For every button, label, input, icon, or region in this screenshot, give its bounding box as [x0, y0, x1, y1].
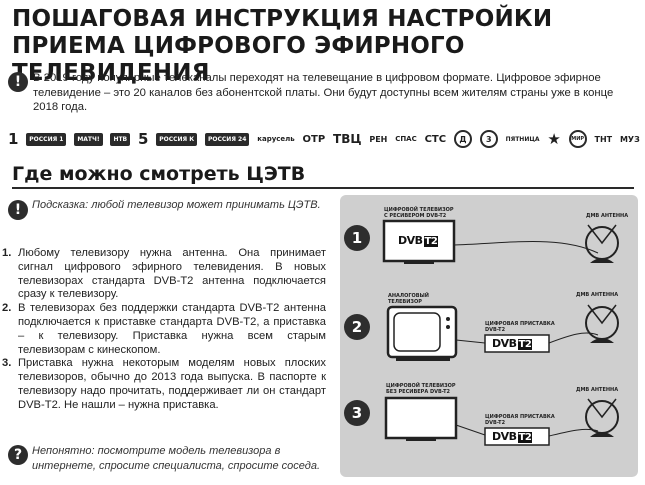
antenna-label: ДМВ АНТЕННА	[576, 292, 619, 298]
step-text: В телевизорах без поддержки стандарта DV…	[18, 302, 326, 356]
domashny-logo-icon: Д	[453, 130, 472, 148]
list-item: 3. Приставка нужна некоторым моделям нов…	[2, 357, 326, 412]
russia1-logo-icon: РОССИЯ 1	[26, 132, 67, 146]
mir-logo-icon: МИР	[568, 130, 587, 148]
ren-logo-icon: РЕН	[369, 134, 388, 144]
step-number: 1.	[2, 247, 12, 259]
step-text: Приставка нужна некоторым моделям новых …	[18, 357, 326, 411]
flat-tv-icon	[384, 396, 458, 440]
antenna-icon	[585, 304, 619, 343]
muz-logo-icon: МУЗ	[619, 134, 640, 144]
channel-one-logo-icon: 1	[8, 130, 19, 148]
step-badge: 2	[344, 314, 370, 340]
antenna-icon	[585, 224, 619, 263]
dvb-text: DVB	[492, 430, 517, 443]
list-item: 2. В телевизорах без поддержки стандарта…	[2, 302, 326, 357]
pyatnitsa-logo-icon: ПЯТНИЦА	[505, 135, 540, 143]
spas-logo-icon: СПАС	[395, 135, 417, 143]
sts-logo-icon: СТС	[424, 133, 447, 145]
t2-text: T2	[517, 339, 533, 350]
set-top-box-icon	[484, 427, 550, 446]
connection-diagram: 1 2 3 ЦИФРОВОЙ ТЕЛЕВИЗОР С РЕСИВЕРОМ DVB…	[340, 195, 638, 477]
step-number: 2.	[2, 302, 12, 315]
footer-note: Непонятно: посмотрите модель телевизора …	[32, 445, 321, 472]
section-divider	[12, 187, 634, 189]
channel5-logo-icon: 5	[137, 130, 149, 148]
exclamation-icon: !	[8, 200, 28, 220]
antenna-icon	[585, 398, 619, 437]
page-title: ПОШАГОВАЯ ИНСТРУКЦИЯ НАСТРОЙКИ ПРИЕМА ЦИ…	[12, 6, 553, 86]
step-number: 3.	[2, 357, 12, 370]
match-logo-icon: МАТЧ!	[74, 132, 103, 146]
hint-text: Подсказка: любой телевизор может принима…	[32, 199, 321, 211]
t2-text: T2	[517, 432, 533, 443]
section-title: Где можно смотреть ЦЭТВ	[12, 163, 306, 185]
t2-text: T2	[423, 236, 439, 247]
otr-logo-icon: ОТР	[302, 133, 326, 145]
zvezda-logo-icon: ★	[547, 130, 561, 148]
tv-label: ЦИФРОВОЙ ТЕЛЕВИЗОР БЕЗ РЕСИВЕРА DVB-T2	[386, 383, 456, 395]
dvb-text: DVB	[398, 234, 423, 247]
russia-k-logo-icon: РОССИЯ К	[156, 132, 198, 146]
question-icon: ?	[8, 445, 28, 465]
exclamation-icon: !	[8, 72, 28, 92]
antenna-label: ДМВ АНТЕННА	[586, 213, 629, 219]
channel-logos-row: 1 РОССИЯ 1 МАТЧ! НТВ 5 РОССИЯ К РОССИЯ 2…	[8, 128, 640, 150]
tv-label: ЦИФРОВОЙ ТЕЛЕВИЗОР С РЕСИВЕРОМ DVB-T2	[384, 207, 454, 219]
dvb-text: DVB	[492, 337, 517, 350]
tv-label: АНАЛОГОВЫЙ ТЕЛЕВИЗОР	[388, 293, 429, 305]
diagram-drawing	[382, 219, 619, 446]
intro-text: В 2019 году популярные телеканалы перехо…	[33, 72, 614, 113]
box-label: ЦИФРОВАЯ ПРИСТАВКА DVB-T2	[485, 321, 555, 333]
list-item: 1. Любому телевизору нужна антенна. Она …	[2, 247, 326, 302]
karusel-logo-icon: карусель	[257, 135, 295, 143]
step-badge: 1	[344, 225, 370, 251]
tv3-logo-icon: 3	[479, 130, 498, 148]
steps-list: 1. Любому телевизору нужна антенна. Она …	[2, 247, 326, 413]
set-top-box-icon	[484, 334, 550, 353]
tnt-logo-icon: ТНТ	[594, 134, 613, 144]
box-label: ЦИФРОВАЯ ПРИСТАВКА DVB-T2	[485, 414, 555, 426]
ntv-logo-icon: НТВ	[110, 132, 131, 146]
step-badge: 3	[344, 400, 370, 426]
step-text: Любому телевизору нужна антенна. Она при…	[18, 247, 326, 301]
cable-line	[453, 241, 599, 254]
tvc-logo-icon: ТВЦ	[333, 132, 362, 146]
flat-tv-icon	[382, 219, 456, 263]
antenna-label: ДМВ АНТЕННА	[576, 387, 619, 393]
russia24-logo-icon: РОССИЯ 24	[205, 132, 250, 146]
